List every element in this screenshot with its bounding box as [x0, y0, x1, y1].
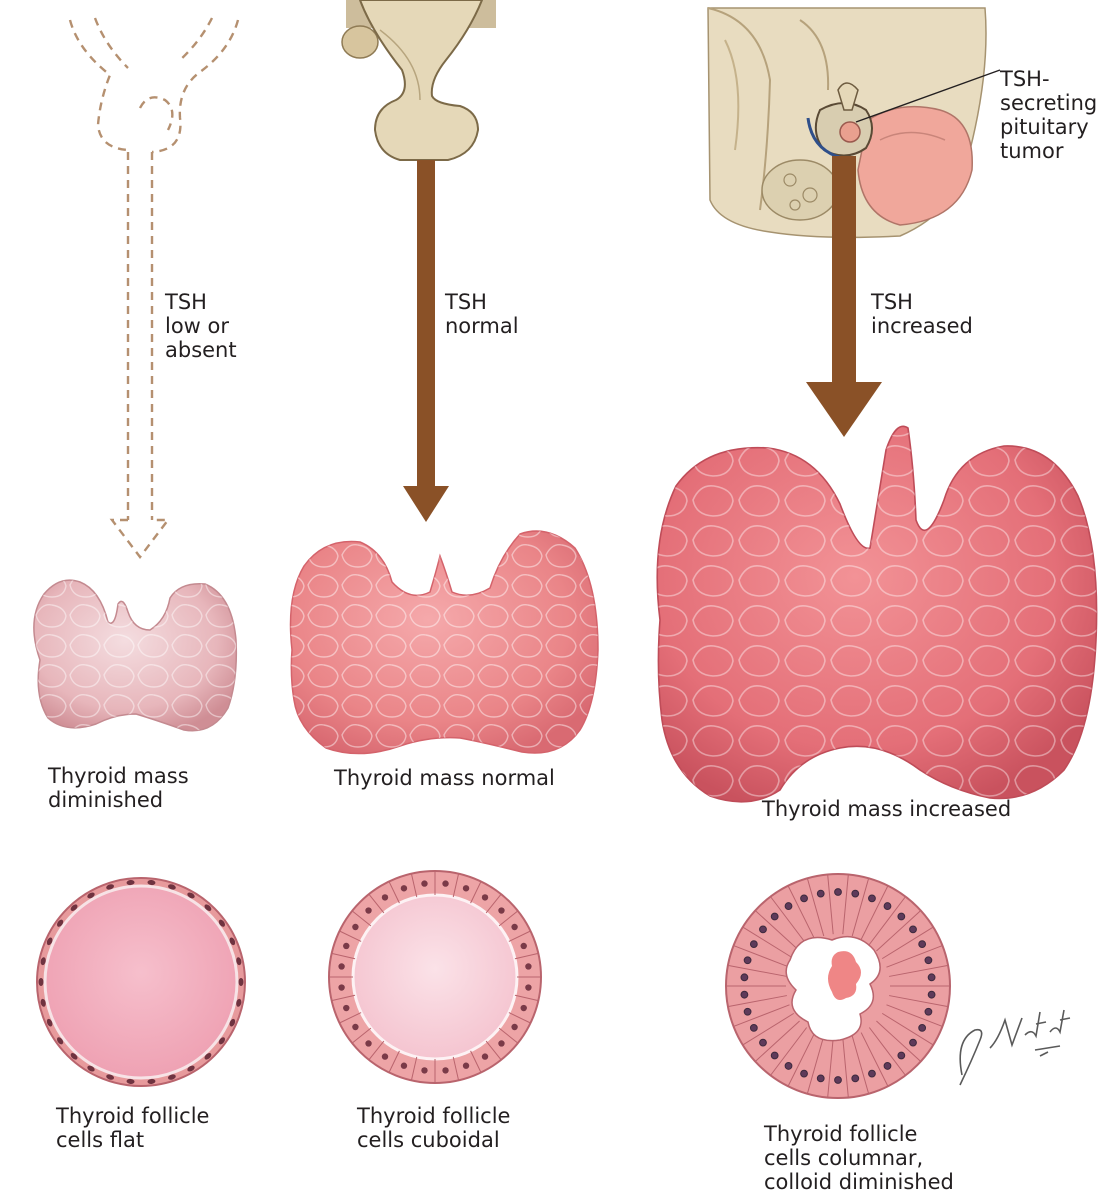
columnar-cell-nucleus — [869, 1070, 876, 1077]
columnar-cell-nucleus — [898, 1052, 905, 1059]
columnar-cell-nucleus — [801, 895, 808, 902]
cuboidal-cell-nucleus — [511, 924, 517, 930]
cuboidal-cell-nucleus — [498, 907, 504, 913]
pituitary-outline-dashed — [70, 18, 238, 152]
columnar-cell-nucleus — [852, 890, 859, 897]
cuboidal-cell-nucleus — [365, 907, 371, 913]
columnar-cell-nucleus — [852, 1075, 859, 1082]
follicle-flat-caption: Thyroid follicle cells flat — [56, 1104, 209, 1152]
columnar-cell-nucleus — [817, 890, 824, 897]
cuboidal-cell-nucleus — [525, 963, 531, 969]
columnar-cell-nucleus — [760, 926, 767, 933]
pituitary-normal — [342, 0, 496, 160]
tsh-increased-label: TSH increased — [871, 290, 973, 338]
columnar-cell-nucleus — [785, 903, 792, 910]
columnar-cell-nucleus — [910, 926, 917, 933]
cuboidal-cell-nucleus — [382, 1053, 388, 1059]
follicle-cuboidal-caption: Thyroid follicle cells cuboidal — [357, 1104, 510, 1152]
columnar-cell-nucleus — [744, 1008, 751, 1015]
columnar-cell-nucleus — [750, 1024, 757, 1031]
cuboidal-cell-nucleus — [482, 894, 488, 900]
columnar-cell-nucleus — [869, 895, 876, 902]
tsh-dashed-arrow — [112, 152, 168, 557]
cuboidal-cell-nucleus — [421, 880, 427, 886]
follicle-columnar-caption: Thyroid follicle cells columnar, colloid… — [764, 1122, 954, 1194]
columnar-cell-nucleus — [928, 991, 935, 998]
columnar-cell-nucleus — [771, 1052, 778, 1059]
columnar-cell-nucleus — [925, 1008, 932, 1015]
cuboidal-cell-nucleus — [442, 1067, 448, 1073]
cuboidal-cell-nucleus — [401, 885, 407, 891]
columnar-cell-nucleus — [884, 903, 891, 910]
cuboidal-cell-nucleus — [511, 1024, 517, 1030]
columnar-cell-nucleus — [910, 1039, 917, 1046]
columnar-cell-nucleus — [741, 974, 748, 981]
thyroid-diminished — [34, 580, 236, 731]
cuboidal-cell-nucleus — [352, 924, 358, 930]
thyroid-increased-caption: Thyroid mass increased — [762, 797, 1011, 821]
flat-cell-nucleus — [239, 978, 244, 986]
cuboidal-cell-nucleus — [482, 1053, 488, 1059]
columnar-cell-nucleus — [919, 941, 926, 948]
columnar-cell-nucleus — [835, 889, 842, 896]
cuboidal-cell-nucleus — [442, 880, 448, 886]
cuboidal-cell-nucleus — [525, 984, 531, 990]
cuboidal-cell-nucleus — [463, 1063, 469, 1069]
tsh-low-label: TSH low or absent — [165, 290, 237, 362]
follicle-cuboidal — [329, 871, 541, 1083]
columnar-cell-nucleus — [925, 957, 932, 964]
columnar-cell-nucleus — [785, 1063, 792, 1070]
columnar-cell-nucleus — [817, 1075, 824, 1082]
cuboidal-cell-nucleus — [352, 1024, 358, 1030]
columnar-cell-nucleus — [750, 941, 757, 948]
columnar-cell-nucleus — [741, 991, 748, 998]
columnar-cell-nucleus — [898, 913, 905, 920]
thyroid-normal — [291, 531, 599, 753]
netter-signature — [960, 1010, 1070, 1085]
cuboidal-cell-nucleus — [343, 1005, 349, 1011]
cuboidal-cell-nucleus — [338, 984, 344, 990]
cuboidal-cell-nucleus — [382, 894, 388, 900]
cuboidal-cell-nucleus — [343, 943, 349, 949]
cuboidal-cell-nucleus — [463, 885, 469, 891]
follicle-columnar — [726, 874, 950, 1098]
tumor-label: TSH- secreting pituitary tumor — [1000, 67, 1097, 163]
follicle-flat — [37, 878, 245, 1086]
columnar-cell-nucleus — [919, 1024, 926, 1031]
cuboidal-cell-nucleus — [401, 1063, 407, 1069]
thyroid-diminished-caption: Thyroid mass diminished — [48, 764, 189, 812]
columnar-cell-nucleus — [771, 913, 778, 920]
columnar-cell-nucleus — [928, 974, 935, 981]
flat-cell-nucleus — [39, 978, 44, 986]
cuboidal-cell-nucleus — [365, 1040, 371, 1046]
columnar-cell-nucleus — [884, 1063, 891, 1070]
tsh-normal-arrow — [403, 160, 449, 522]
columnar-cell-nucleus — [760, 1039, 767, 1046]
cuboidal-cell-nucleus — [521, 943, 527, 949]
cuboidal-cell-nucleus — [338, 963, 344, 969]
columnar-cell-nucleus — [835, 1077, 842, 1084]
cuboidal-cell-nucleus — [498, 1040, 504, 1046]
thyroid-normal-caption: Thyroid mass normal — [334, 766, 555, 790]
cuboidal-cell-nucleus — [421, 1067, 427, 1073]
columnar-cell-nucleus — [744, 957, 751, 964]
tsh-normal-label: TSH normal — [445, 290, 519, 338]
cuboidal-cell-nucleus — [521, 1005, 527, 1011]
columnar-cell-nucleus — [801, 1070, 808, 1077]
thyroid-increased — [657, 426, 1096, 801]
